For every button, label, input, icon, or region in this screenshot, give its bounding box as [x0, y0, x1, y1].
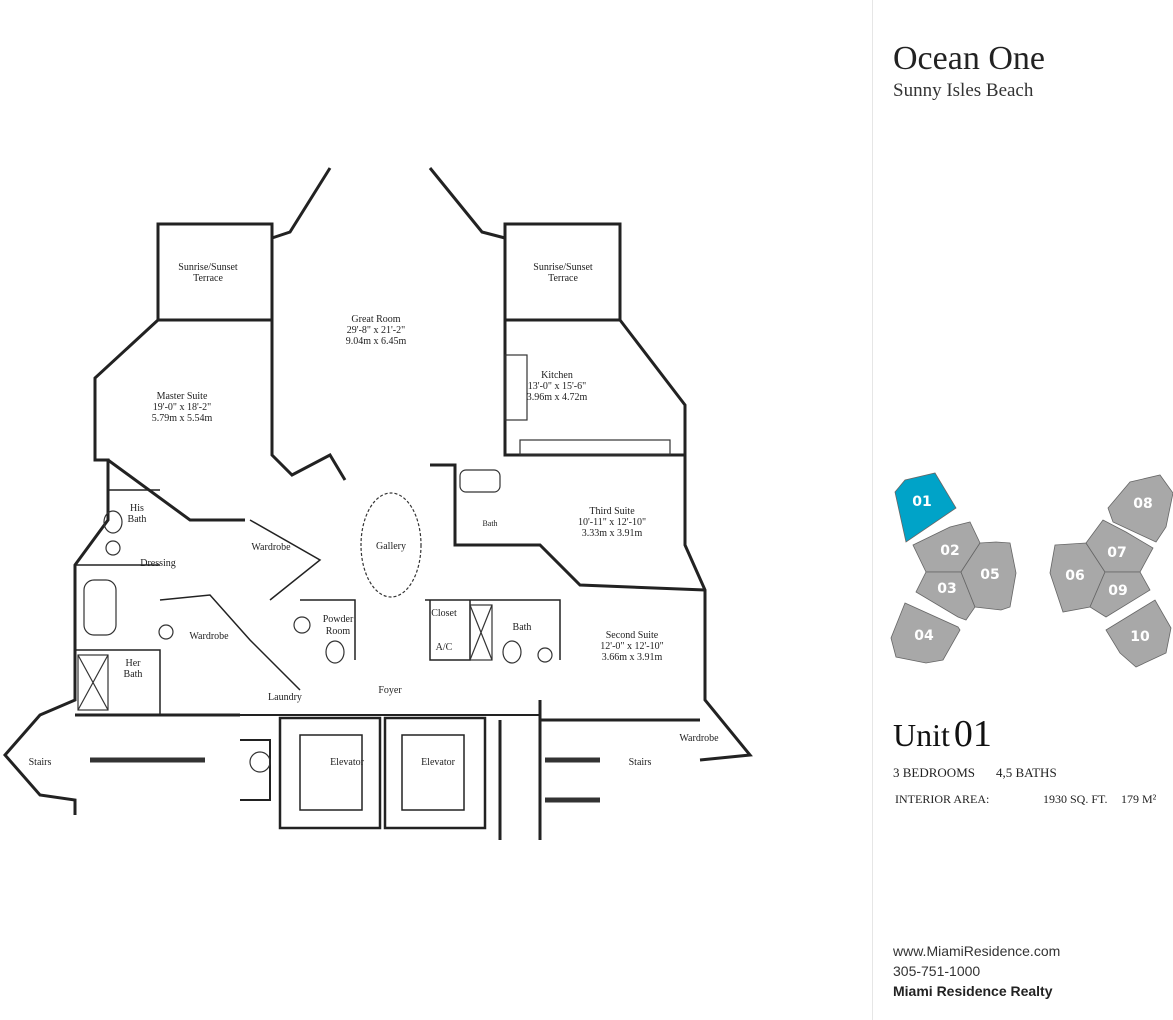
gallery-label: Gallery: [376, 541, 406, 552]
unit-word: Unit: [893, 717, 950, 753]
unit-01-shape[interactable]: [894, 472, 957, 543]
website-link[interactable]: www.MiamiResidence.com: [893, 943, 1061, 959]
wardrobe-label: Wardrobe: [679, 733, 719, 744]
area-m2: 179 M²: [1121, 792, 1157, 806]
closet-label: Closet: [431, 608, 457, 619]
bedrooms: 3 BEDROOMS: [893, 765, 975, 780]
walls: [3, 167, 753, 840]
unit-10-shape[interactable]: [1105, 599, 1172, 668]
unit-03-label: 03: [937, 581, 956, 597]
baths: 4,5 BATHS: [996, 765, 1057, 780]
fixtures: [77, 354, 671, 773]
wardrobe-label: Wardrobe: [189, 631, 229, 642]
unit-02-label: 02: [940, 543, 959, 559]
area-sqft: 1930 SQ. FT.: [1043, 792, 1108, 806]
bath-label: Bath: [482, 519, 497, 528]
unit-08-label: 08: [1133, 496, 1152, 512]
unit-number: 01: [953, 713, 992, 755]
stairs: [90, 757, 600, 803]
interior-area-label: INTERIOR AREA:: [895, 792, 990, 806]
building-title: Ocean One: [893, 40, 1045, 77]
building-location: Sunny Isles Beach: [893, 80, 1034, 101]
unit-05-label: 05: [980, 567, 999, 583]
phone-number: 305-751-1000: [893, 963, 981, 979]
unit-keymap: 01 02 03 04 05 06 07 08 09 10: [890, 472, 1173, 668]
unit-heading: Unit 01: [893, 712, 992, 756]
laundry-label: Laundry: [268, 692, 302, 703]
dressing-label: Dressing: [140, 558, 176, 569]
ac-label: A/C: [436, 642, 453, 653]
elevator-label: Elevator: [330, 757, 365, 768]
foyer-label: Foyer: [378, 685, 402, 696]
unit-04-label: 04: [914, 628, 934, 644]
unit-04-shape[interactable]: [890, 602, 961, 664]
elevator-label: Elevator: [421, 757, 456, 768]
unit-10-label: 10: [1130, 629, 1150, 645]
unit-08-shape[interactable]: [1107, 474, 1173, 543]
unit-06-label: 06: [1065, 568, 1084, 584]
unit-09-shape[interactable]: [1089, 571, 1151, 618]
stairs-label: Stairs: [29, 757, 52, 768]
unit-05-shape[interactable]: [960, 541, 1017, 611]
stairs-label: Stairs: [629, 757, 652, 768]
bath-label: Bath: [513, 622, 532, 633]
unit-01-label: 01: [912, 494, 931, 510]
company-name: Miami Residence Realty: [893, 983, 1053, 999]
unit-09-label: 09: [1108, 583, 1127, 599]
wardrobe-label: Wardrobe: [251, 542, 291, 553]
unit-07-label: 07: [1107, 545, 1126, 561]
panel-divider: [872, 0, 873, 1020]
